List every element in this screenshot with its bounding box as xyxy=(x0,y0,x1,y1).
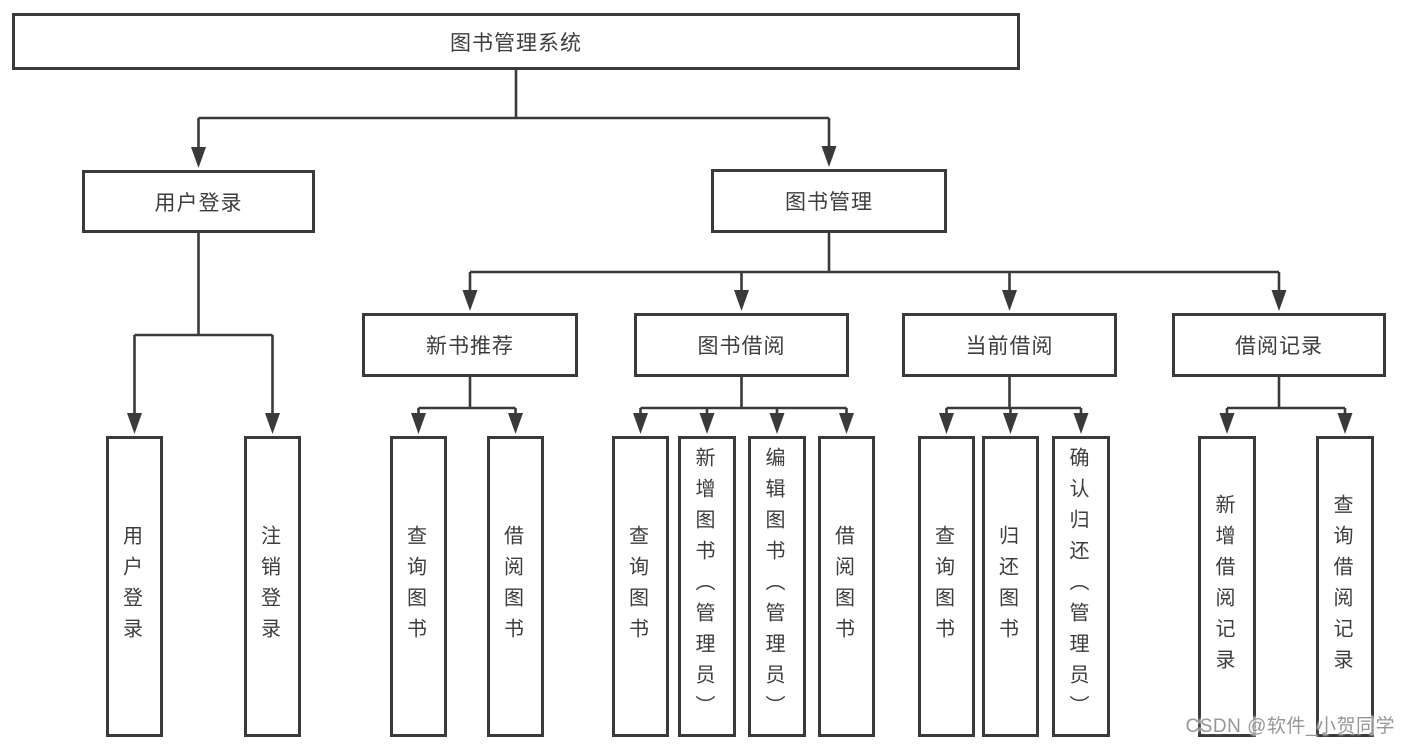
arrowhead-icon xyxy=(821,146,837,167)
node-label-bb-add: 新增图书（管理员） xyxy=(692,447,714,726)
node-label-current-loans: 当前借阅 xyxy=(965,335,1054,358)
node-book-borrow: 图书借阅 xyxy=(634,313,849,377)
arrowhead-icon xyxy=(191,147,206,168)
node-login: 用户登录 xyxy=(106,436,163,737)
arrowhead-icon xyxy=(1219,413,1235,434)
node-loan-records: 借阅记录 xyxy=(1172,313,1386,377)
node-cl-query: 查询图书 xyxy=(918,436,975,737)
arrowhead-icon xyxy=(1337,413,1353,434)
arrowhead-icon xyxy=(1271,290,1287,311)
node-book-mgmt: 图书管理 xyxy=(711,169,947,233)
node-bb-add: 新增图书（管理员） xyxy=(678,436,736,737)
node-label-bb-query: 查询图书 xyxy=(625,524,648,649)
node-label-system: 图书管理系统 xyxy=(450,31,582,55)
node-nb-query: 查询图书 xyxy=(390,436,447,737)
node-label-book-borrow: 图书借阅 xyxy=(697,335,786,358)
node-label-cl-return: 归还图书 xyxy=(995,524,1018,649)
arrowhead-icon xyxy=(127,413,142,434)
arrowhead-icon xyxy=(462,290,478,311)
arrowhead-icon xyxy=(1002,290,1017,311)
arrowhead-icon xyxy=(1003,413,1018,434)
node-user-login: 用户登录 xyxy=(82,170,315,233)
node-label-nb-query: 查询图书 xyxy=(403,524,426,649)
node-label-new-books: 新书推荐 xyxy=(426,335,514,358)
node-label-logout: 注销登录 xyxy=(257,524,280,649)
arrowhead-icon xyxy=(633,413,648,434)
arrowhead-icon xyxy=(734,290,749,311)
arrowhead-icon xyxy=(411,413,426,434)
node-label-lr-query: 查询借阅记录 xyxy=(1330,493,1352,680)
arrowhead-icon xyxy=(939,413,954,434)
node-label-book-mgmt: 图书管理 xyxy=(785,191,873,214)
node-label-login: 用户登录 xyxy=(119,524,142,649)
node-label-cl-query: 查询图书 xyxy=(931,524,954,649)
node-bb-edit: 编辑图书（管理员） xyxy=(748,436,806,737)
node-new-books: 新书推荐 xyxy=(362,313,578,377)
node-label-loan-records: 借阅记录 xyxy=(1235,335,1323,358)
node-lr-add: 新增借阅记录 xyxy=(1198,436,1256,737)
node-label-bb-edit: 编辑图书（管理员） xyxy=(762,447,784,726)
node-current-loans: 当前借阅 xyxy=(902,313,1117,377)
node-label-user-login: 用户登录 xyxy=(154,191,243,215)
node-label-nb-borrow: 借阅图书 xyxy=(500,524,523,649)
node-cl-confirm: 确认归还（管理员） xyxy=(1052,436,1110,737)
node-label-bb-borrow: 借阅图书 xyxy=(831,524,854,649)
arrowhead-icon xyxy=(508,413,523,434)
node-lr-query: 查询借阅记录 xyxy=(1316,436,1374,737)
arrowhead-icon xyxy=(265,413,280,434)
node-logout: 注销登录 xyxy=(244,436,301,737)
arrowhead-icon xyxy=(699,413,715,434)
node-bb-borrow: 借阅图书 xyxy=(818,436,875,737)
node-system: 图书管理系统 xyxy=(12,13,1020,70)
arrowhead-icon xyxy=(839,413,854,434)
node-nb-borrow: 借阅图书 xyxy=(487,436,544,737)
node-label-cl-confirm: 确认归还（管理员） xyxy=(1066,447,1088,726)
arrowhead-icon xyxy=(1073,413,1089,434)
arrowhead-icon xyxy=(769,413,785,434)
node-bb-query: 查询图书 xyxy=(612,436,669,737)
node-label-lr-add: 新增借阅记录 xyxy=(1212,493,1234,680)
node-cl-return: 归还图书 xyxy=(982,436,1039,737)
watermark-text: CSDN @软件_小贺同学 xyxy=(1185,716,1395,737)
